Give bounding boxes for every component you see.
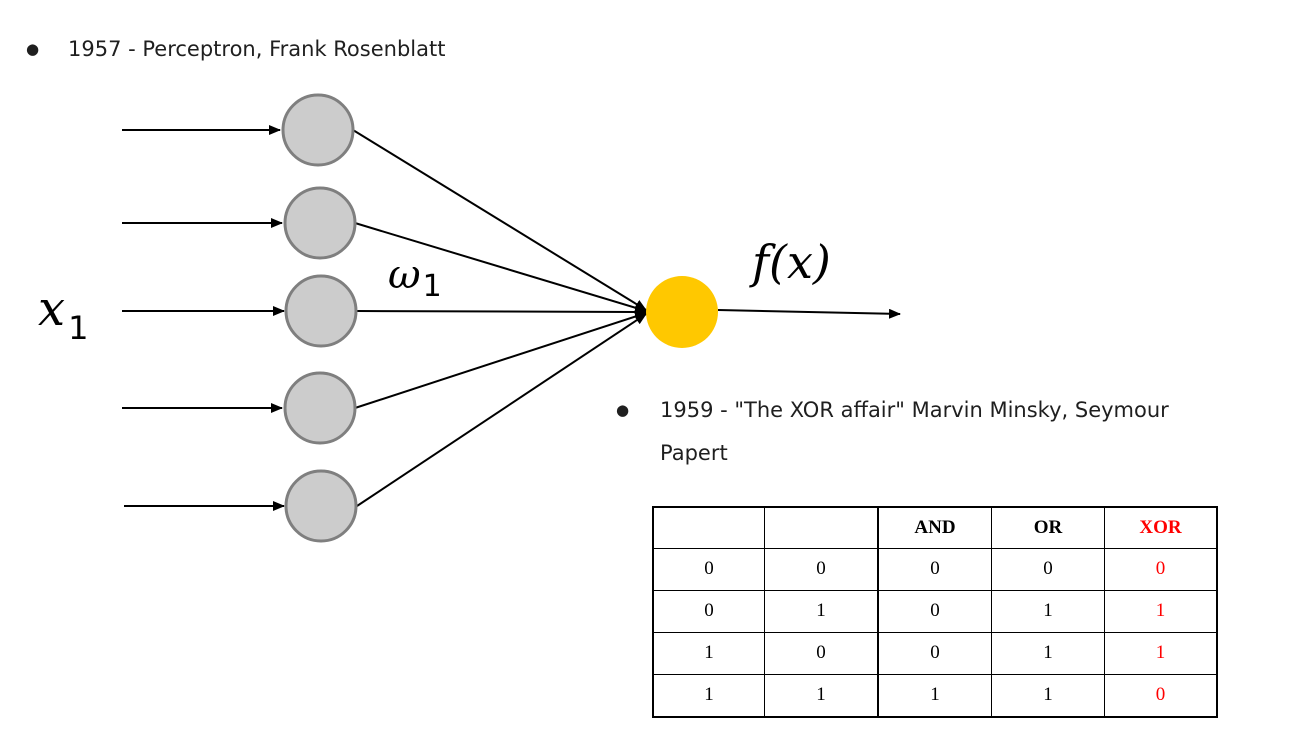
table-row: 0 0 0 0 0: [652, 548, 1218, 591]
cell-and: 0: [877, 548, 992, 591]
input-label: x1: [38, 281, 88, 347]
bullet-dot: ●: [616, 401, 630, 419]
output-label: f(x): [749, 235, 831, 289]
header-input-b: [764, 506, 879, 549]
cell-and: 0: [877, 631, 992, 675]
cell-and: 0: [877, 589, 992, 633]
truth-table-header-row: AND OR XOR: [652, 506, 1218, 549]
cell-or: 0: [991, 548, 1105, 591]
cell-and: 1: [877, 673, 992, 718]
cell-input-a: 0: [652, 548, 765, 591]
bullet-perceptron: 1957 - Perceptron, Frank Rosenblatt: [68, 37, 446, 61]
cell-input-b: 1: [764, 589, 879, 633]
bullet-xor-line1: 1959 - "The XOR affair" Marvin Minsky, S…: [660, 398, 1169, 422]
input-node-1: [281, 93, 355, 167]
cell-xor: 0: [1104, 548, 1218, 591]
table-row: 0 1 0 1 1: [652, 589, 1218, 633]
output-arrow: [717, 308, 901, 319]
cell-input-a: 1: [652, 673, 765, 718]
cell-input-b: 1: [764, 673, 879, 718]
cell-or: 1: [991, 673, 1105, 718]
input-node-4: [283, 371, 357, 445]
truth-table: AND OR XOR 0 0 0 0 0 0 1 0 1 1 1 0 0 1 1…: [652, 506, 1218, 718]
bullet-xor-line2: Papert: [660, 441, 728, 465]
weight-label: ω1: [388, 252, 442, 304]
table-row: 1 1 1 1 0: [652, 673, 1218, 718]
cell-input-a: 0: [652, 589, 765, 633]
cell-xor: 0: [1104, 673, 1218, 718]
cell-xor: 1: [1104, 589, 1218, 633]
cell-or: 1: [991, 631, 1105, 675]
weight-connection-5: [356, 313, 647, 507]
cell-input-b: 0: [764, 548, 879, 591]
weight-connection-2: [354, 222, 647, 313]
input-node-5: [284, 469, 358, 543]
cell-xor: 1: [1104, 631, 1218, 675]
table-row: 1 0 0 1 1: [652, 631, 1218, 675]
bullet-dot: ●: [26, 40, 40, 58]
weight-connection-4: [354, 311, 647, 409]
input-node-3: [284, 274, 358, 348]
header-xor: XOR: [1104, 506, 1218, 549]
weight-connection-1: [352, 129, 647, 311]
output-node: [646, 276, 718, 348]
header-input-a: [652, 506, 765, 549]
input-node-2: [283, 186, 357, 260]
weight-connection-3: [356, 306, 647, 317]
cell-or: 1: [991, 589, 1105, 633]
cell-input-a: 1: [652, 631, 765, 675]
cell-input-b: 0: [764, 631, 879, 675]
header-and: AND: [877, 506, 992, 549]
header-or: OR: [991, 506, 1105, 549]
